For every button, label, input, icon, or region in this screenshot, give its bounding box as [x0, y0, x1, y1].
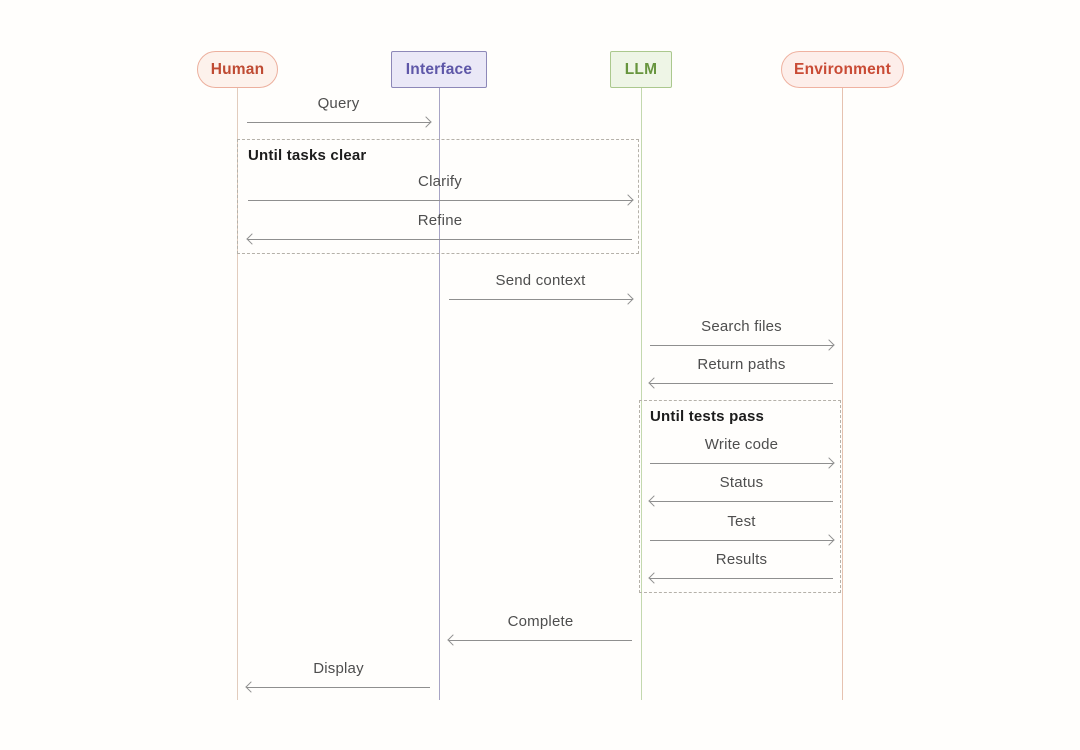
message-send-context: Send context	[449, 272, 632, 300]
message-clarify: Clarify	[248, 173, 632, 201]
message-return-paths-label: Return paths	[697, 356, 786, 373]
message-display: Display	[247, 660, 430, 688]
message-query-label: Query	[317, 95, 360, 112]
loop-until-tasks-clear-label: Until tasks clear	[248, 147, 367, 164]
message-status-arrow	[650, 501, 833, 502]
loop-until-tasks-clear: Until tasks clear	[237, 139, 639, 254]
message-complete: Complete	[449, 613, 632, 641]
message-return-paths: Return paths	[650, 356, 833, 384]
message-status: Status	[650, 474, 833, 502]
actor-environment: Environment	[781, 51, 904, 88]
message-query: Query	[247, 95, 430, 123]
loop-until-tests-pass: Until tests pass	[639, 400, 841, 593]
message-send-context-label: Send context	[495, 272, 586, 289]
message-complete-label: Complete	[507, 613, 574, 630]
actor-human-label: Human	[210, 60, 265, 78]
message-return-paths-arrow	[650, 383, 833, 384]
message-results-arrow	[650, 578, 833, 579]
message-results-label: Results	[715, 551, 768, 568]
actor-llm: LLM	[610, 51, 672, 88]
message-clarify-arrow	[248, 200, 632, 201]
message-search-files-label: Search files	[701, 318, 782, 335]
interface-lifeline	[439, 88, 440, 700]
message-test: Test	[650, 513, 833, 541]
message-query-arrow	[247, 122, 430, 123]
message-refine: Refine	[248, 212, 632, 240]
message-send-context-arrow	[449, 299, 632, 300]
message-display-arrow	[247, 687, 430, 688]
message-refine-arrow	[248, 239, 632, 240]
actor-interface-label: Interface	[405, 60, 473, 78]
loop-until-tests-pass-label: Until tests pass	[650, 408, 765, 425]
message-results: Results	[650, 551, 833, 579]
message-complete-arrow	[449, 640, 632, 641]
message-clarify-label: Clarify	[418, 173, 462, 190]
message-write-code-arrow	[650, 463, 833, 464]
environment-lifeline	[842, 88, 843, 700]
message-write-code-label: Write code	[704, 436, 779, 453]
actor-llm-label: LLM	[624, 60, 658, 78]
human-lifeline	[237, 88, 238, 700]
message-refine-label: Refine	[417, 212, 463, 229]
actor-environment-label: Environment	[794, 60, 891, 78]
message-test-label: Test	[727, 513, 756, 530]
message-write-code: Write code	[650, 436, 833, 464]
actor-human: Human	[197, 51, 278, 88]
actor-interface: Interface	[391, 51, 487, 88]
message-display-label: Display	[313, 660, 364, 677]
message-status-label: Status	[719, 474, 764, 491]
message-search-files-arrow	[650, 345, 833, 346]
llm-lifeline	[641, 88, 642, 700]
message-test-arrow	[650, 540, 833, 541]
message-search-files: Search files	[650, 318, 833, 346]
